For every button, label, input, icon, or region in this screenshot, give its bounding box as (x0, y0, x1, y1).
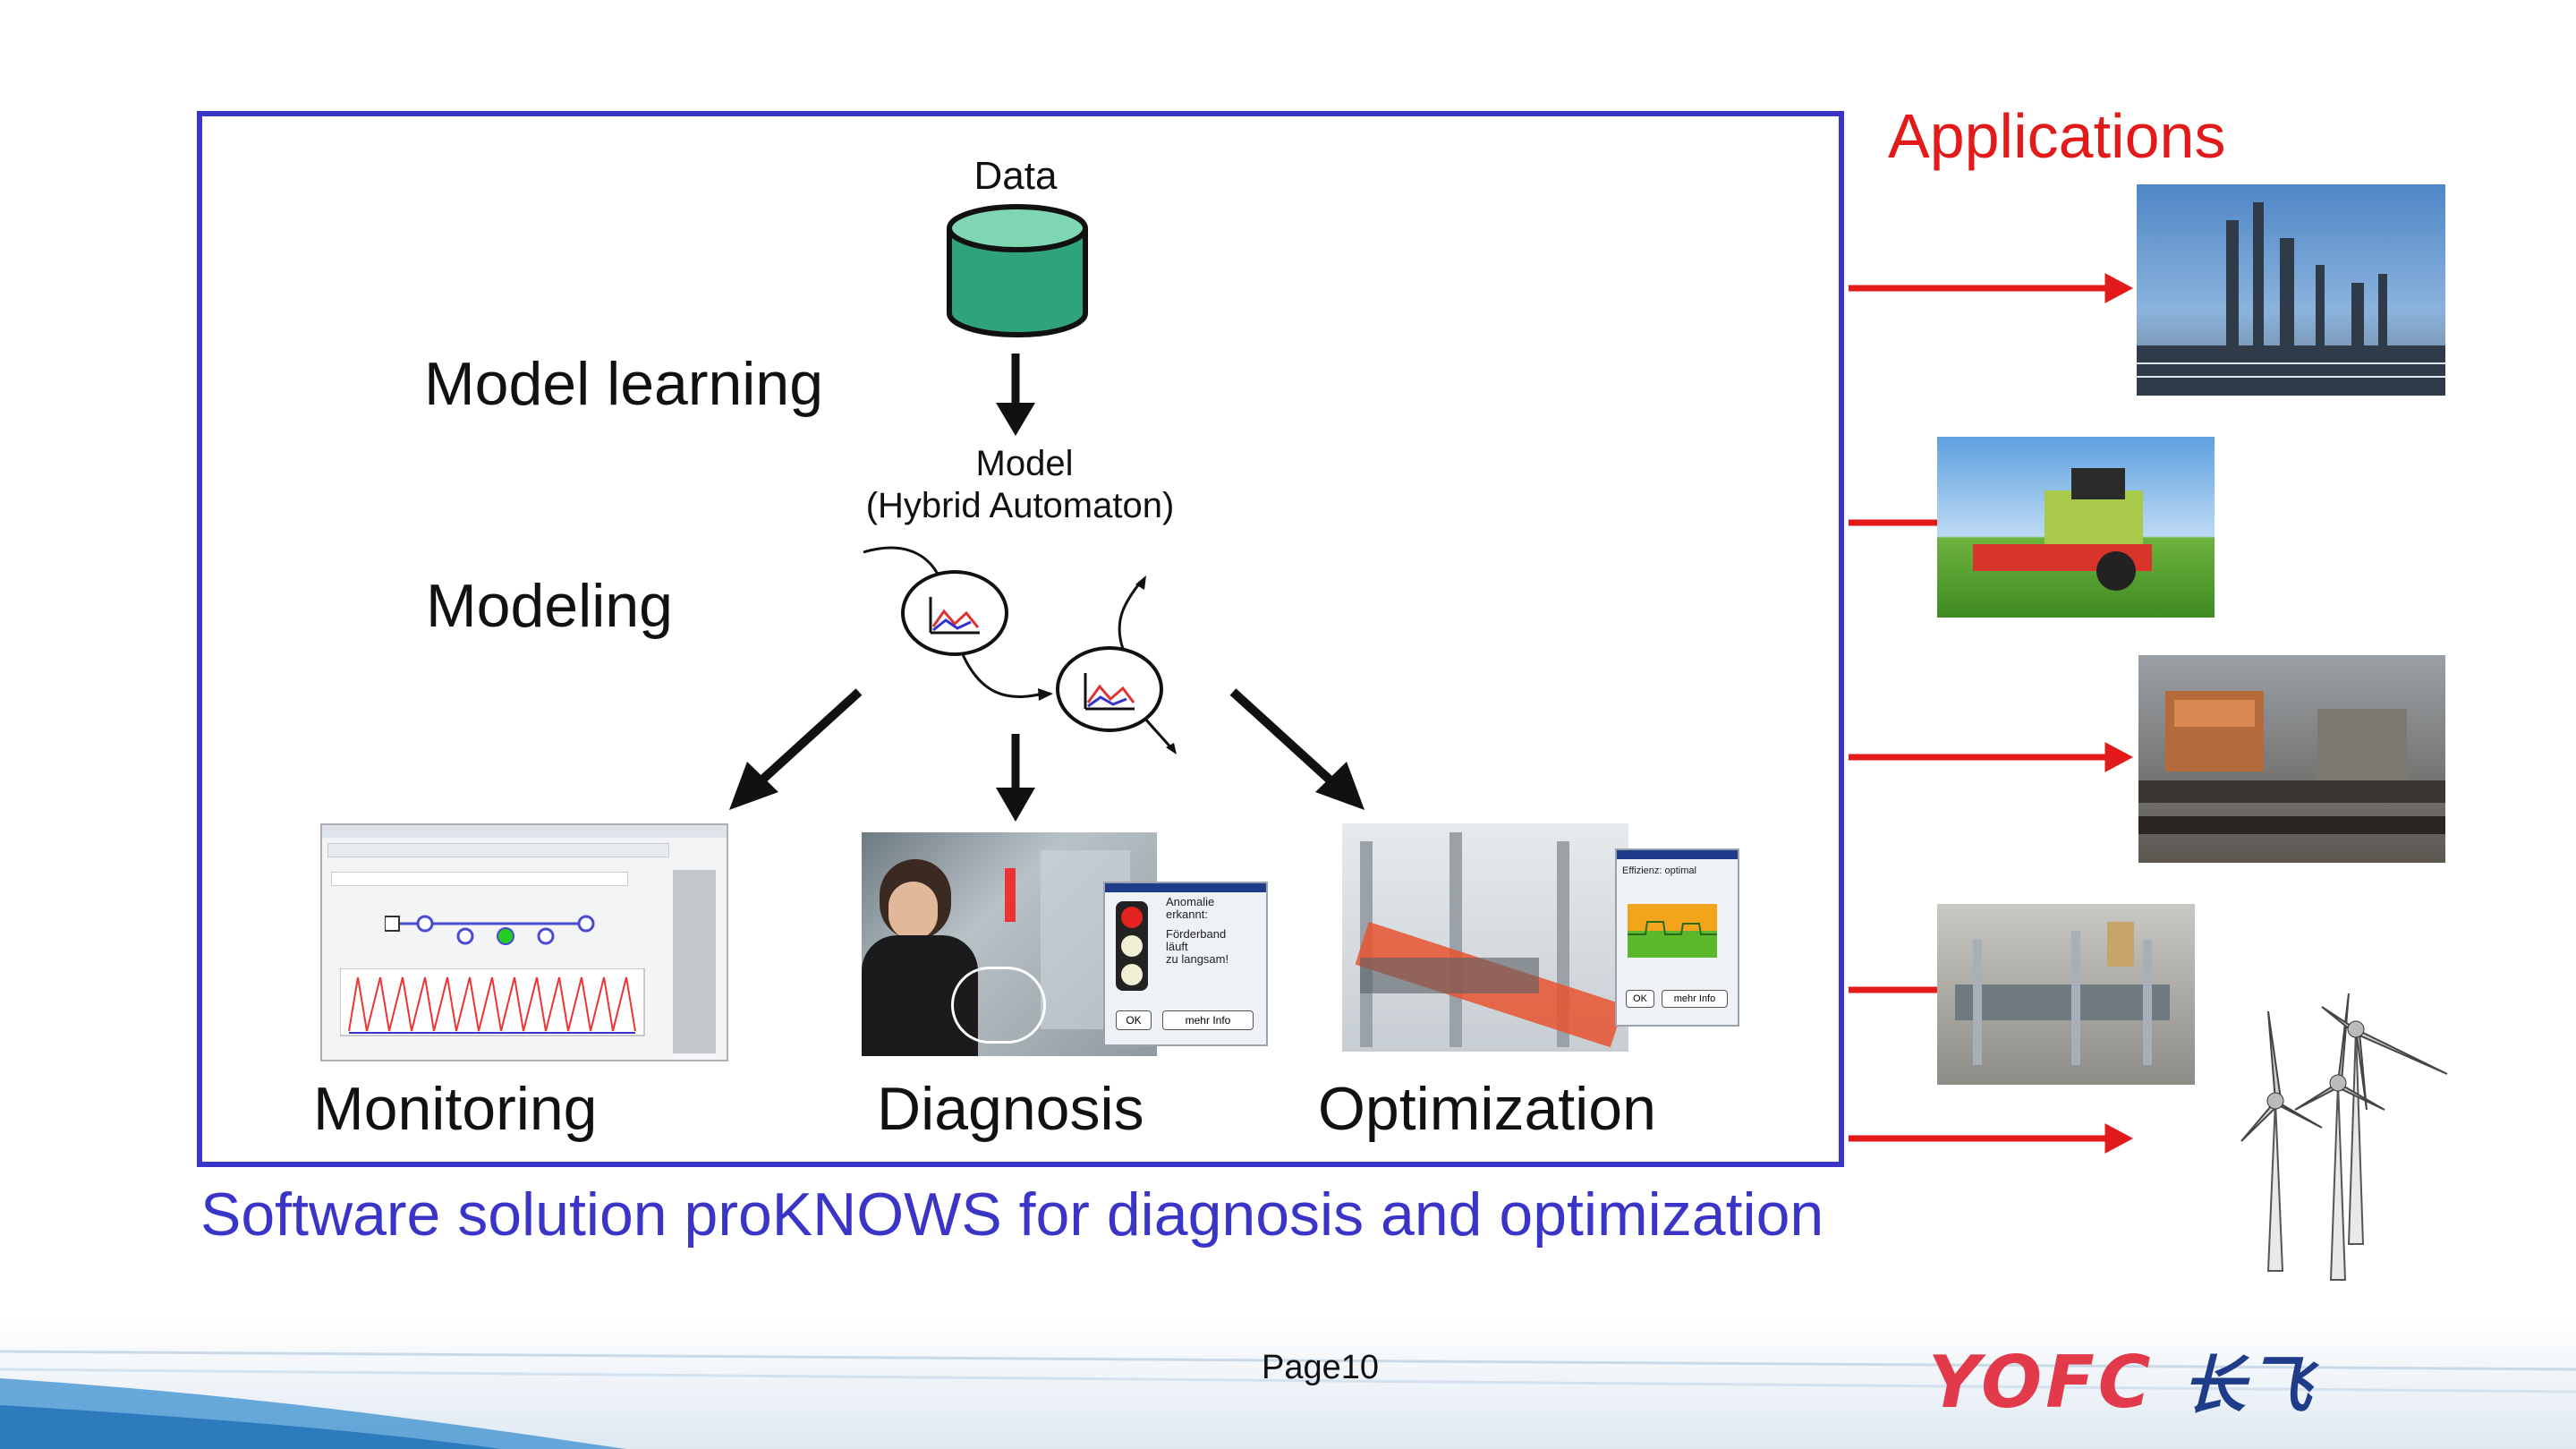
caption-text: Software solution proKNOWS for diagnosis… (200, 1181, 1824, 1249)
diagnosis-label: Diagnosis (877, 1075, 1144, 1143)
database-icon (947, 204, 1088, 337)
production-line-icon (1937, 904, 2195, 1085)
hybrid-automaton-icon (863, 546, 1177, 754)
popup-text-line: erkannt: (1166, 908, 1208, 921)
optimization-label: Optimization (1318, 1075, 1656, 1143)
popup-more-info-button[interactable]: mehr Info (1662, 990, 1728, 1008)
data-label: Data (973, 154, 1058, 198)
arrow-to-optimization (1229, 688, 1365, 810)
arrow-to-monitoring (729, 688, 863, 810)
monitoring-screenshot (320, 823, 728, 1061)
arrow-to-diagnosis (996, 734, 1035, 822)
logo-text: YOFC (1928, 1341, 2155, 1424)
page-number: Page10 (1262, 1349, 1380, 1386)
diagnosis-popup: Anomalie erkannt: Förderband läuft zu la… (1103, 882, 1268, 1046)
popup-text-line: Förderband (1166, 927, 1227, 941)
model-learning-label: Model learning (424, 350, 824, 418)
popup-text-line: läuft (1166, 940, 1188, 953)
arrow-data-to-model (996, 354, 1035, 436)
popup-ok-button[interactable]: OK (1626, 990, 1654, 1008)
wind-turbines-icon (2240, 993, 2448, 1281)
applications-title: Applications (1888, 101, 2226, 171)
model-label-line2: (Hybrid Automaton) (865, 486, 1175, 525)
factory-machine-icon (2138, 655, 2445, 863)
popup-text-line: zu langsam! (1166, 952, 1229, 966)
popup-ok-button[interactable]: OK (1116, 1010, 1152, 1030)
monitoring-label: Monitoring (313, 1075, 598, 1143)
logo-chinese-text: 长飞 (2182, 1349, 2316, 1422)
optimization-popup: Effizienz: optimal OK mehr Info (1615, 848, 1739, 1027)
refinery-icon (2137, 184, 2445, 396)
model-label-line1: Model (975, 444, 1074, 483)
footer-decoration (0, 1316, 2576, 1449)
popup-text-line: Anomalie (1166, 895, 1215, 908)
company-logo: YOFC 长飞 (1928, 1335, 2315, 1426)
popup-more-info-button[interactable]: mehr Info (1162, 1010, 1254, 1030)
optimization-photo (1342, 823, 1628, 1052)
harvester-icon (1937, 437, 2215, 618)
optimization-popup-title: Effizienz: optimal (1622, 865, 1696, 876)
modeling-label: Modeling (426, 572, 673, 640)
